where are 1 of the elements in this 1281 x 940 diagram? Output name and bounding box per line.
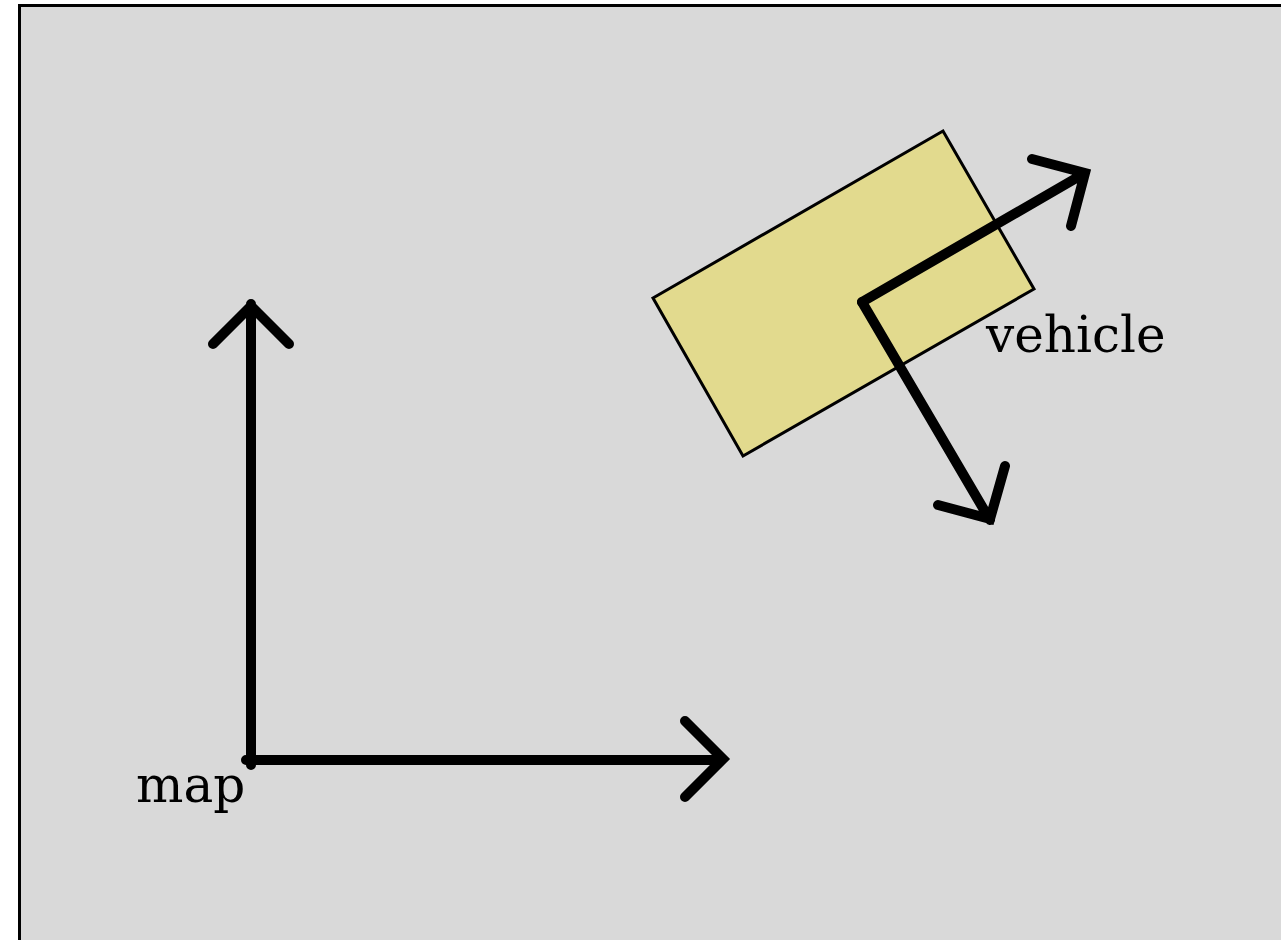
frame-label: vehicle bbox=[986, 310, 1166, 360]
